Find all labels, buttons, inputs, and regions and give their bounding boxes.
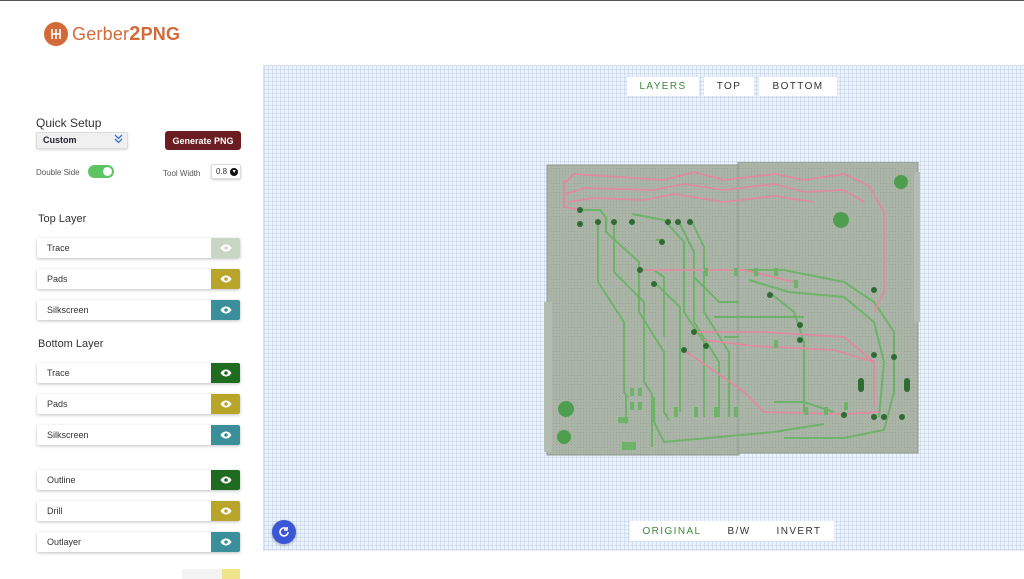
layer-label: Pads [47, 399, 68, 409]
toggle-knob [103, 167, 112, 176]
refresh-button[interactable] [272, 520, 296, 544]
top-trace-visibility-button[interactable] [211, 238, 240, 258]
quick-setup-selected: Custom [43, 135, 77, 145]
chevron-down-icon: ▾ [230, 167, 239, 176]
eye-icon [220, 507, 231, 515]
top-silkscreen-visibility-button[interactable] [211, 300, 240, 320]
tool-width-label: Tool Width [163, 169, 201, 178]
bottom-traces [580, 209, 895, 447]
partial-row-control[interactable] [182, 569, 240, 579]
eye-icon [220, 400, 231, 408]
outlayer-visibility-button[interactable] [211, 532, 240, 552]
bottom-pads-visibility-button[interactable] [211, 394, 240, 414]
double-side-label: Double Side [36, 168, 80, 177]
generate-png-button[interactable]: Generate PNG [165, 131, 241, 150]
layer-label: Drill [47, 506, 63, 516]
eye-icon [220, 369, 231, 377]
smd-pads [630, 268, 848, 417]
bottom-silkscreen-visibility-button[interactable] [211, 425, 240, 445]
tab-top[interactable]: TOP [704, 77, 754, 96]
drill-row: Drill [37, 501, 240, 521]
pads [557, 175, 910, 450]
eye-icon [220, 275, 231, 283]
top-traces [563, 171, 885, 415]
top-layer-title: Top Layer [38, 213, 87, 225]
bottom-layer-title: Bottom Layer [38, 338, 104, 350]
quick-setup-title: Quick Setup [36, 116, 102, 130]
layer-label: Pads [47, 274, 68, 284]
logo-icon [44, 22, 68, 46]
bottom-pads-row: Pads [37, 394, 240, 414]
outlayer-row: Outlayer [37, 532, 240, 552]
window-top-border [0, 0, 1024, 1]
tab-bottom[interactable]: BOTTOM [759, 77, 837, 96]
layer-label: Silkscreen [47, 430, 89, 440]
eye-icon [220, 538, 231, 546]
refresh-icon [279, 527, 289, 537]
top-silkscreen-row: Silkscreen [37, 300, 240, 320]
sidebar: Quick Setup Custom Generate PNG Double S… [0, 64, 262, 576]
eye-icon [220, 244, 231, 252]
mode-bw[interactable]: B/W [727, 525, 751, 537]
tool-width-value: 0.8 [216, 167, 228, 176]
view-tabs: LAYERS TOP BOTTOM [627, 77, 837, 96]
double-side-toggle[interactable] [88, 165, 114, 178]
layer-label: Silkscreen [47, 305, 89, 315]
quick-setup-select[interactable]: Custom [36, 132, 128, 149]
board-outline [544, 162, 920, 456]
top-pads-row: Pads [37, 269, 240, 289]
top-pads-visibility-button[interactable] [211, 269, 240, 289]
preview-canvas[interactable] [263, 65, 1024, 551]
bottom-trace-row: Trace [37, 363, 240, 383]
tab-layers[interactable]: LAYERS [627, 77, 699, 96]
bottom-silkscreen-row: Silkscreen [37, 425, 240, 445]
pcb-preview [544, 162, 920, 456]
chevron-double-down-icon [114, 134, 123, 146]
drill-visibility-button[interactable] [211, 501, 240, 521]
mode-invert[interactable]: INVERT [776, 525, 822, 537]
eye-icon [220, 431, 231, 439]
eye-icon [220, 306, 231, 314]
layer-label: Outlayer [47, 537, 82, 547]
mode-tabs: ORIGINAL B/W INVERT [630, 521, 834, 541]
layer-label: Outline [47, 475, 76, 485]
layer-label: Trace [47, 243, 70, 253]
eye-icon [220, 476, 231, 484]
bottom-trace-visibility-button[interactable] [211, 363, 240, 383]
outline-row: Outline [37, 470, 240, 490]
app-logo[interactable]: Gerber2PNG [44, 22, 180, 46]
partial-row-button[interactable] [222, 569, 240, 579]
tool-width-select[interactable]: 0.8 ▾ [211, 164, 241, 179]
outline-visibility-button[interactable] [211, 470, 240, 490]
mode-original[interactable]: ORIGINAL [642, 525, 702, 537]
logo-text: Gerber2PNG [72, 22, 181, 45]
top-trace-row: Trace [37, 238, 240, 258]
layer-label: Trace [47, 368, 70, 378]
